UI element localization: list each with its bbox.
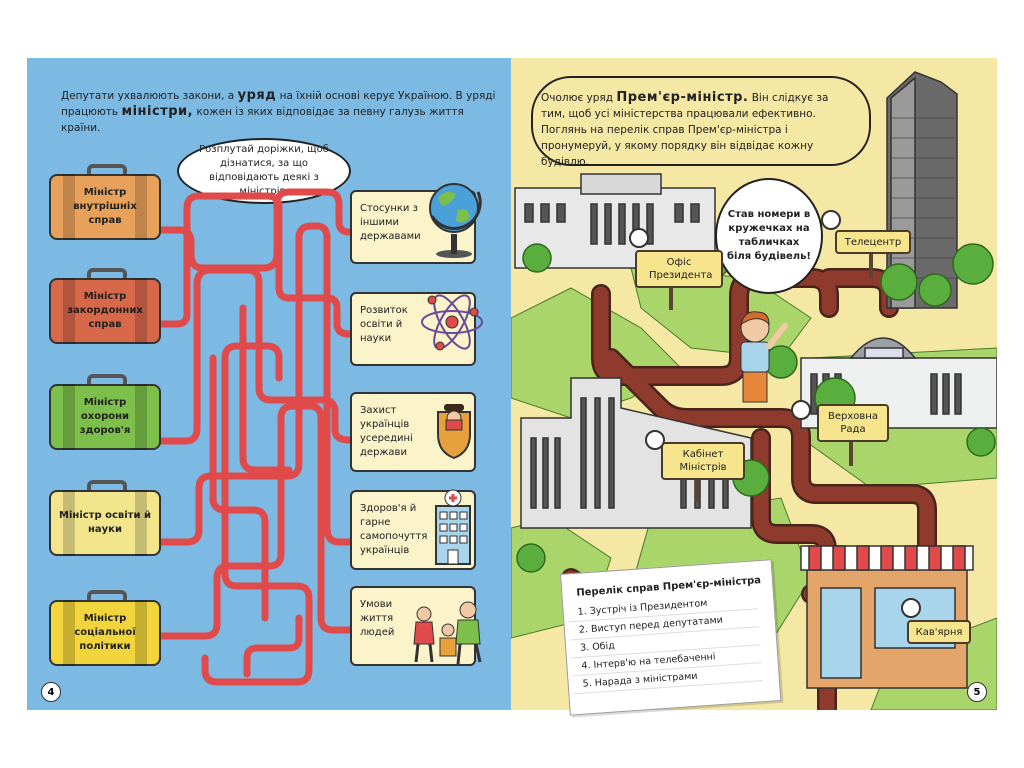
area-label: Здоров'я й гарне самопочуття українців [360,503,428,556]
maze-path-8 [209,354,269,622]
maze-path-2 [155,192,353,338]
maze-path-7 [243,614,303,678]
case-body: Міністр внутрішніх справ [49,174,161,240]
boy-illustration [740,311,788,403]
maze-path-4 [155,222,353,546]
pm-todo-list: Перелік справ Прем'єр-міністра 1. Зустрі… [560,559,782,716]
sign-post [849,440,853,466]
left-intro: Депутати ухвалюють закони, а уряд на їхн… [61,88,496,134]
area-card-2[interactable]: Розвиток освіти й науки [350,292,483,366]
minister-case-4[interactable]: Міністр освіти й науки [49,480,161,560]
case-handle [87,480,127,494]
case-strap [63,278,75,344]
number-circle-tv[interactable] [821,210,841,230]
minister-case-2[interactable]: Міністр закордонних справ [49,268,161,348]
case-body: Міністр соціальної політики [49,600,161,666]
sign-post [695,476,699,502]
right-page: Очолює уряд Прем'єр-міністр. Він слідкує… [511,58,997,710]
case-strap [135,384,147,450]
case-strap [63,174,75,240]
hospital-icon [435,489,471,565]
globe-icon [429,183,482,258]
sign-cafe: Кав'ярня [907,620,971,644]
minister-label: Міністр внутрішніх справ [73,187,137,226]
sign-office-president: Офіс Президента [635,250,723,288]
case-body: Міністр охорони здоров'я [49,384,161,450]
area-card-4[interactable]: Здоров'я й гарне самопочуття українців [350,489,476,570]
minister-label: Міністр охорони здоров'я [79,397,131,436]
page-number-left: 4 [41,682,61,702]
minister-case-3[interactable]: Міністр охорони здоров'я [49,374,161,454]
minister-label: Міністр соціальної політики [74,613,136,652]
area-card-1[interactable]: Стосунки з іншими державами [350,183,482,264]
shield-icon [437,404,471,460]
case-handle [87,164,127,178]
atom-icon [421,294,483,351]
sign-cabinet-ministers: Кабінет Міністрів [661,442,745,480]
minister-case-5[interactable]: Міністр соціальної політики [49,590,161,670]
minister-label: Міністр закордонних справ [67,291,143,330]
number-circle-cafe[interactable] [901,598,921,618]
page-number-right: 5 [967,682,987,702]
family-icon [413,601,482,665]
sign-post [869,254,873,278]
case-strap [135,174,147,240]
area-label: Розвиток освіти й науки [360,305,408,344]
case-body: Міністр освіти й науки [49,490,161,556]
case-strap [135,278,147,344]
maze-paths [155,188,353,686]
case-strap [135,490,147,556]
sign-post [669,284,673,310]
minister-case-1[interactable]: Міністр внутрішніх справ [49,164,161,244]
minister-label: Міністр освіти й науки [59,510,151,535]
left-page: Депутати ухвалюють закони, а уряд на їхн… [27,58,511,710]
maze-path-3 [155,266,353,445]
case-strap [63,600,75,666]
area-label: Умови життя людей [360,599,395,638]
number-circle-cabinet[interactable] [645,430,665,450]
sign-verkhovna-rada: Верховна Рада [817,404,889,442]
number-circle-rada[interactable] [791,400,811,420]
area-label: Захист українців усередині держави [360,405,413,458]
case-handle [87,374,127,388]
case-strap [63,490,75,556]
number-circle-office[interactable] [629,228,649,248]
boy-speech-bubble: Став номери в кружечках на табличках біл… [715,178,823,294]
area-card-3[interactable]: Захист українців усередині держави [350,392,476,472]
case-body: Міністр закордонних справ [49,278,161,344]
sign-tv-centre: Телецентр [835,230,911,254]
intro-cloud [531,76,871,166]
case-strap [135,600,147,666]
area-label: Стосунки з іншими державами [360,203,421,242]
case-strap [63,384,75,450]
case-handle [87,268,127,282]
todo-list: 1. Зустріч із Президентом 2. Виступ пере… [567,591,763,695]
maze-path-9 [239,304,293,474]
maze-path-5 [155,402,353,640]
case-handle [87,590,127,604]
area-card-5[interactable]: Умови життя людей [350,586,482,666]
